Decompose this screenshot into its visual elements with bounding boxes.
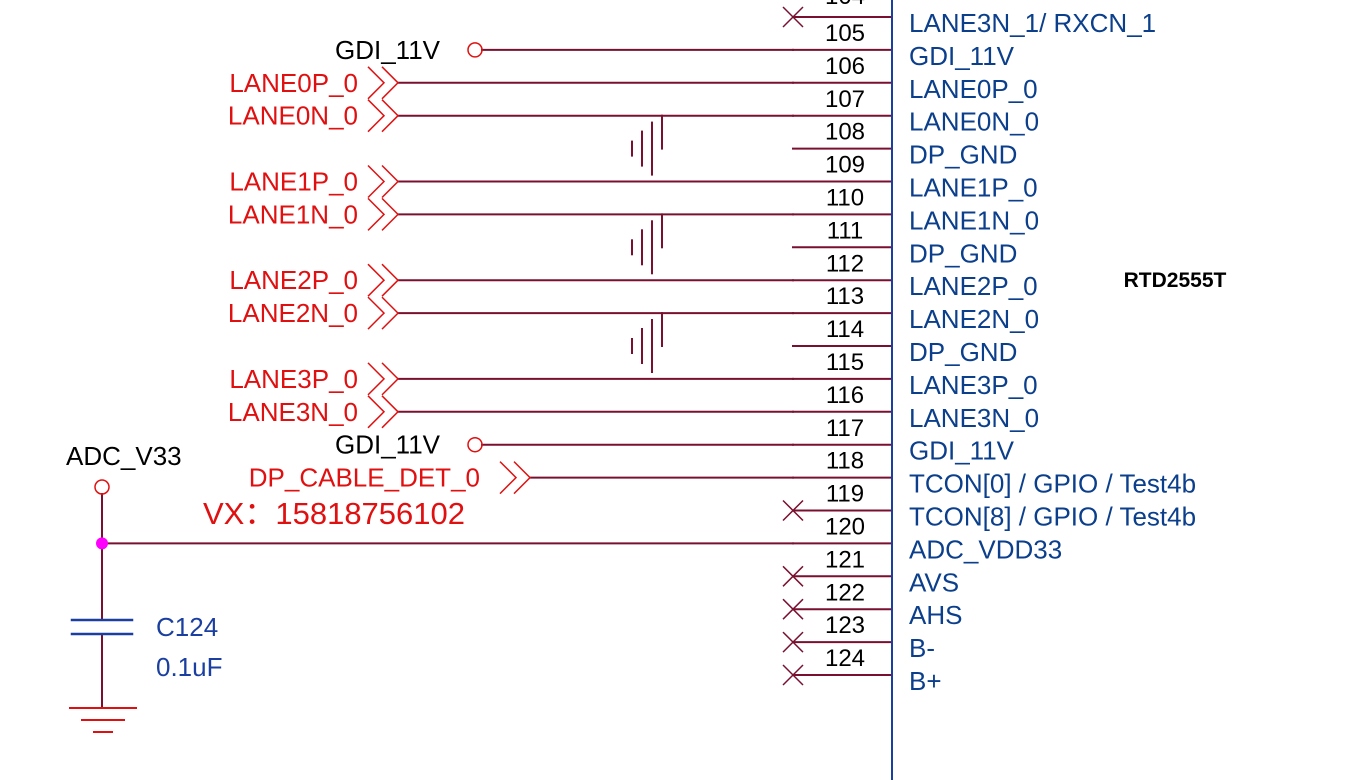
no-connect-icon: [782, 664, 804, 686]
pin-number: 105: [825, 20, 865, 47]
ground-icon: [631, 319, 653, 373]
pin-number: 123: [825, 612, 865, 639]
pin-number: 111: [827, 217, 863, 244]
pin-name: DP_GND: [909, 337, 1017, 367]
pin-name: GDI_11V: [909, 436, 1015, 466]
pin-name: LANE2N_0: [909, 304, 1039, 334]
pin-name: DP_GND: [909, 140, 1017, 170]
pin-number: 118: [826, 448, 864, 475]
pin-number: 110: [826, 185, 864, 212]
pin-number: 120: [825, 514, 865, 541]
pin-number: 117: [826, 415, 864, 442]
pin-name: LANE1N_0: [909, 205, 1039, 235]
pin-name: TCON[8] / GPIO / Test4b: [909, 502, 1196, 532]
pin-name: LANE2P_0: [909, 271, 1038, 301]
pin-number: 121: [825, 546, 865, 573]
pin-name: B-: [909, 633, 935, 663]
net-label: LANE0N_0: [228, 101, 358, 131]
power-port-icon: [467, 42, 483, 58]
pin-name: B+: [909, 666, 942, 696]
capacitor-ref: C124: [156, 612, 218, 642]
pin-name: LANE0P_0: [909, 74, 1038, 104]
net-label: LANE3P_0: [229, 364, 358, 394]
pin-name: ADC_VDD33: [909, 534, 1062, 564]
net-label: LANE2P_0: [229, 265, 358, 295]
pin-name: LANE1P_0: [909, 173, 1038, 203]
pin-name: LANE3N_1/ RXCN_1: [909, 8, 1156, 38]
net-port-icon: [367, 164, 400, 199]
pin-name: LANE0N_0: [909, 107, 1039, 137]
chip-part-name: RTD2555T: [1124, 269, 1227, 292]
net-port-icon: [367, 296, 400, 330]
no-connect-icon: [782, 499, 804, 522]
net-port-icon: [367, 197, 400, 231]
pin-number: 112: [826, 250, 864, 277]
power-port-icon: [94, 479, 110, 495]
net-label: LANE1P_0: [229, 167, 358, 197]
net-label: LANE0P_0: [229, 68, 358, 98]
no-connect-icon: [782, 631, 804, 653]
net-port-icon: [367, 66, 400, 100]
pin-name: LANE3N_0: [909, 403, 1039, 433]
pin-number: 114: [826, 316, 864, 343]
pin-name: AVS: [909, 567, 959, 597]
watermark-text: VX：15818756102: [203, 496, 465, 531]
net-port-icon: [367, 395, 400, 429]
pin-name: DP_GND: [909, 238, 1017, 268]
pin-number: 122: [825, 579, 865, 606]
texts-layer: 104105LANE3N_1/ RXCN_1106GDI_11V107LANE0…: [66, 0, 1227, 696]
pin-number: 107: [825, 86, 865, 113]
pin-number: 109: [825, 152, 865, 179]
net-label-adc-v33: ADC_V33: [66, 441, 182, 471]
net-port-icon: [367, 362, 400, 396]
pin-name: GDI_11V: [909, 41, 1015, 71]
power-port-icon: [467, 436, 483, 453]
net-port-icon: [367, 99, 400, 133]
pin-number: 119: [826, 481, 864, 508]
junction-dot: [96, 537, 108, 550]
wires-layer: [101, 16, 893, 708]
net-label: LANE3N_0: [228, 397, 358, 427]
pin-number: 116: [826, 382, 864, 409]
net-label-gdi-bottom: GDI_11V: [335, 430, 441, 460]
symbols-layer: [69, 0, 893, 780]
pin-name: LANE3P_0: [909, 370, 1038, 400]
net-label-dp-cable-det: DP_CABLE_DET_0: [249, 463, 480, 493]
pin-number: 108: [825, 119, 865, 146]
pin-name: AHS: [909, 600, 962, 630]
pin-name: TCON[0] / GPIO / Test4b: [909, 469, 1196, 499]
capacitor-value: 0.1uF: [156, 652, 223, 682]
net-port-icon: [499, 461, 532, 495]
pin-number: 113: [826, 283, 864, 310]
pin-number: 115: [826, 349, 864, 376]
net-label: LANE1N_0: [228, 199, 358, 229]
no-connect-icon: [782, 6, 804, 28]
net-port-icon: [367, 263, 400, 297]
pin-number-top-cut: 104: [825, 0, 865, 10]
pin-number: 106: [825, 53, 865, 80]
ground-icon: [631, 220, 653, 275]
pin-number: 124: [825, 645, 865, 672]
ground-icon: [631, 121, 653, 176]
no-connect-icon: [782, 565, 804, 587]
net-label: LANE2N_0: [228, 298, 358, 328]
no-connect-icon: [782, 598, 804, 620]
net-label-gdi-top: GDI_11V: [335, 35, 441, 65]
